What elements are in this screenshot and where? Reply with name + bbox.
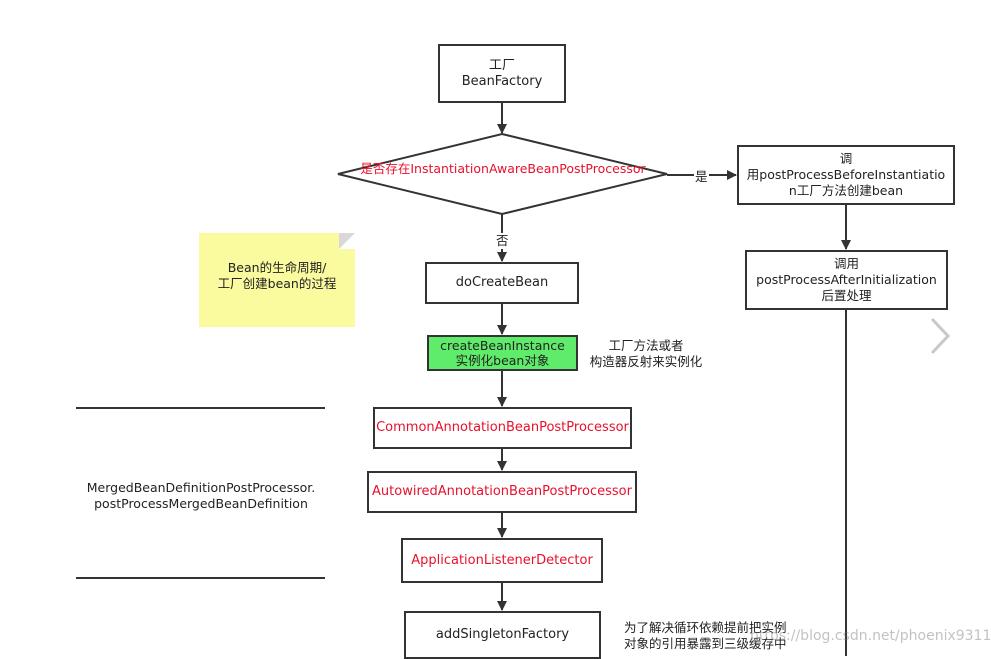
before-line2: 用postProcessBeforeInstantiatio <box>746 167 946 182</box>
note-line2: 工厂创建bean的过程 <box>217 276 337 291</box>
bean-factory-line2: BeanFactory <box>461 73 543 89</box>
connector-lines <box>76 103 851 656</box>
autowired-annotation-label: AutowiredAnnotationBeanPostProcessor <box>372 484 632 499</box>
after-initialization-node: 调用 postProcessAfterInitialization 后置处理 <box>745 250 948 310</box>
instantiation-note: 工厂方法或者 构造器反射来实例化 <box>584 338 708 370</box>
create-bean-instance-node: createBeanInstance 实例化bean对象 <box>427 335 578 371</box>
circular-dependency-note: 为了解决循环依赖提前把实例 对象的引用暴露到三级缓存中 <box>624 620 802 652</box>
do-create-bean-label: doCreateBean <box>455 275 549 290</box>
before-line3: n工厂方法创建bean <box>788 183 904 198</box>
instantiation-note-line2: 构造器反射来实例化 <box>589 354 703 369</box>
do-create-bean-node: doCreateBean <box>425 262 579 304</box>
after-line3: 后置处理 <box>821 288 872 303</box>
add-singleton-factory-node: addSingletonFactory <box>404 611 601 659</box>
cycle-line1: 为了解决循环依赖提前把实例 <box>624 620 787 635</box>
after-line2: postProcessAfterInitialization <box>756 272 937 287</box>
before-line1: 调 <box>839 151 853 166</box>
application-listener-node: ApplicationListenerDetector <box>401 538 603 583</box>
merged-line1: MergedBeanDefinitionPostProcessor. <box>86 480 316 495</box>
merged-bean-definition-label: MergedBeanDefinitionPostProcessor. postP… <box>76 480 326 512</box>
no-label: 否 <box>495 233 510 249</box>
chevron-right-icon[interactable] <box>929 316 951 356</box>
bean-factory-line1: 工厂 <box>488 57 515 73</box>
after-line1: 调用 <box>833 256 859 271</box>
common-annotation-node: CommonAnnotationBeanPostProcessor <box>373 407 632 449</box>
before-instantiation-node: 调 用postProcessBeforeInstantiatio n工厂方法创建… <box>737 145 955 205</box>
instantiation-note-line1: 工厂方法或者 <box>608 338 684 353</box>
application-listener-label: ApplicationListenerDetector <box>411 552 593 568</box>
lifecycle-note: Bean的生命周期/ 工厂创建bean的过程 <box>199 233 355 327</box>
add-singleton-factory-label: addSingletonFactory <box>435 627 570 642</box>
create-instance-line2: 实例化bean对象 <box>455 353 550 368</box>
yes-label: 是 <box>694 169 709 185</box>
cycle-line2: 对象的引用暴露到三级缓存中 <box>624 636 787 651</box>
merged-line2: postProcessMergedBeanDefinition <box>94 496 308 511</box>
note-fold-corner <box>339 233 355 249</box>
note-line1: Bean的生命周期/ <box>227 260 327 275</box>
bean-factory-node: 工厂 BeanFactory <box>438 44 566 103</box>
decision-label: 是否存在InstantiationAwareBeanPostProcessor <box>360 161 646 176</box>
create-instance-line1: createBeanInstance <box>440 338 565 353</box>
watermark-text: https://blog.csdn.net/phoenix9311 <box>750 628 991 644</box>
common-annotation-label: CommonAnnotationBeanPostProcessor <box>376 420 629 435</box>
autowired-annotation-node: AutowiredAnnotationBeanPostProcessor <box>367 471 637 513</box>
